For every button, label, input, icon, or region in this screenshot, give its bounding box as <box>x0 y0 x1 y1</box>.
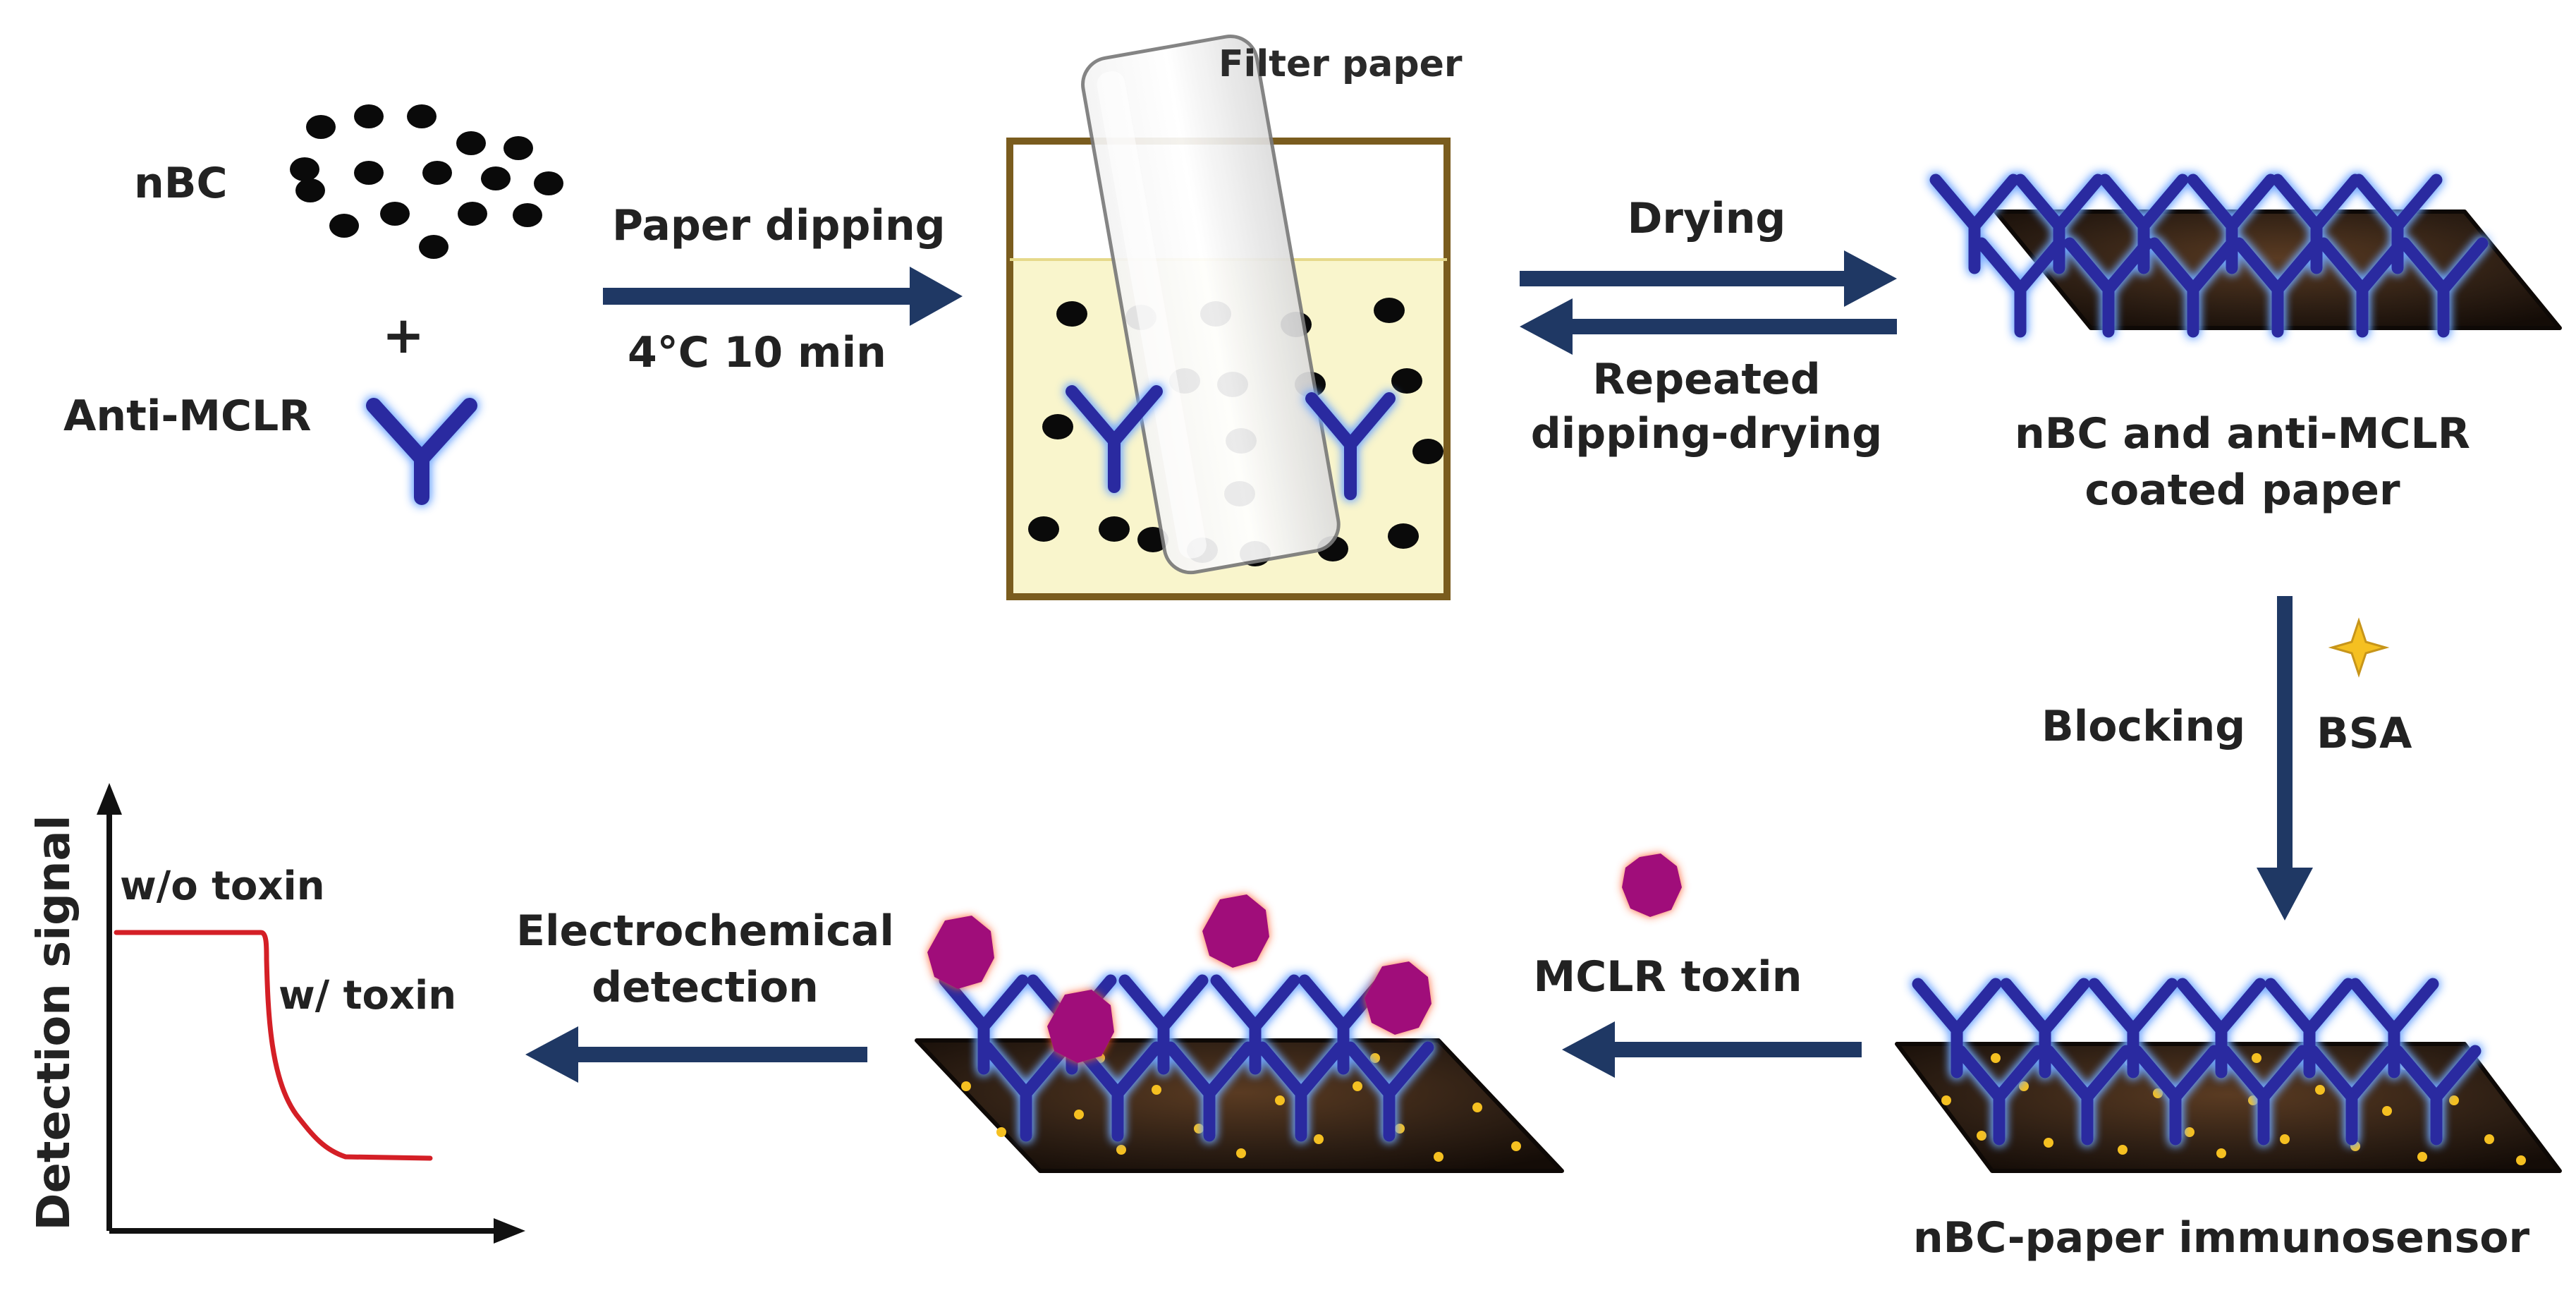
drying-label: Drying <box>1628 194 1786 243</box>
paper-dipping-arrowhead <box>910 267 963 326</box>
blocking-label: Blocking <box>2041 702 2245 751</box>
without-toxin-label: w/o toxin <box>120 863 325 909</box>
paper-dipping-step: Paper dipping 4°C 10 min <box>603 201 963 377</box>
mclr-toxin-step: MCLR toxin <box>1534 853 1862 1078</box>
conditions-label: 4°C 10 min <box>628 328 886 377</box>
filter-paper-label: Filter paper <box>1219 43 1463 85</box>
electro-label-line2: detection <box>592 963 819 1012</box>
coated-paper-antibodies <box>1929 174 2489 338</box>
with-toxin-label: w/ toxin <box>279 973 456 1019</box>
signal-curve <box>114 930 433 1161</box>
beaker-antibody-left <box>1066 385 1163 493</box>
y-axis-arrowhead <box>97 783 122 815</box>
sensor-caption: nBC-paper immunosensor <box>1913 1213 2530 1263</box>
repeated-label-line2: dipping-drying <box>1531 409 1882 458</box>
drying-arrowhead <box>1844 250 1897 307</box>
coated-label-line1: nBC and anti-MCLR <box>2015 409 2470 458</box>
mclr-toxin-arrowhead <box>1562 1021 1615 1078</box>
antibody-y-icon <box>366 398 477 505</box>
bound-sensor-group <box>915 894 1564 1173</box>
electrochemical-arrowhead <box>525 1026 578 1083</box>
repeated-label-line1: Repeated <box>1592 355 1820 404</box>
nbc-particles <box>290 104 563 259</box>
reagents-group: nBC + Anti-MCLR <box>63 104 563 505</box>
bsa-star-icon <box>2328 617 2390 678</box>
immunosensor-antibodies <box>1912 978 2482 1146</box>
beaker-group: Filter paper <box>1006 35 1463 600</box>
immunosensor-group: nBC-paper immunosensor <box>1895 978 2562 1263</box>
electrochemical-step: Electrochemical detection <box>516 906 894 1083</box>
bsa-label: BSA <box>2316 709 2412 758</box>
y-axis-label: Detection signal <box>28 815 80 1230</box>
anti-mclr-label: Anti-MCLR <box>63 391 311 441</box>
beaker-antibody-right <box>1305 392 1396 500</box>
coated-label-line2: coated paper <box>2084 466 2400 515</box>
blocking-step: Blocking BSA <box>2041 596 2412 921</box>
blocking-arrowhead <box>2257 868 2313 921</box>
paper-dipping-label: Paper dipping <box>612 201 946 250</box>
drying-step: Drying Repeated dipping-drying <box>1520 194 1897 458</box>
nbc-label: nBC <box>134 159 227 208</box>
bound-toxins <box>927 894 1432 1063</box>
coated-paper-group: nBC and anti-MCLR coated paper <box>1929 174 2562 515</box>
filter-paper-strip <box>1081 35 1341 575</box>
electro-label-line1: Electrochemical <box>516 906 894 956</box>
x-axis-arrowhead <box>494 1218 525 1244</box>
redip-arrowhead <box>1520 298 1573 355</box>
mclr-toxin-label: MCLR toxin <box>1534 952 1802 1002</box>
signal-graph: Detection signal w/o toxin w/ toxin <box>28 783 525 1244</box>
toxin-blob-icon <box>1622 853 1682 917</box>
plus-sign: + <box>382 305 425 365</box>
